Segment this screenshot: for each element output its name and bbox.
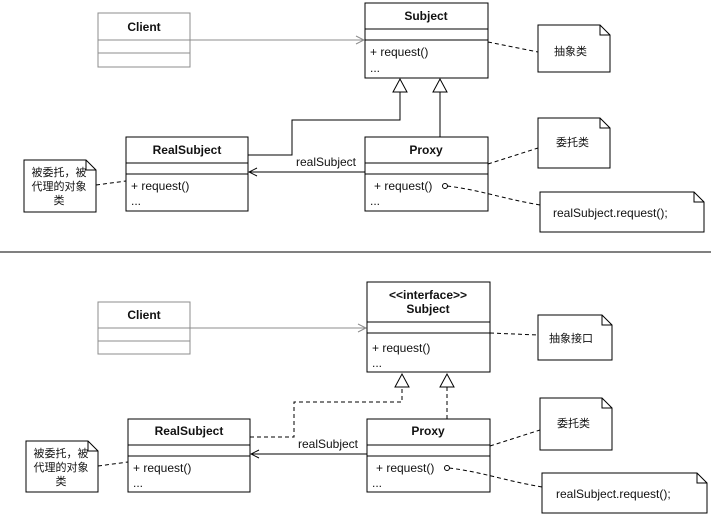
- bottom-proxy-name: Proxy: [411, 424, 445, 438]
- bottom-note-delegate-link: [489, 429, 541, 447]
- bottom-note-delegated-line3: 类: [56, 474, 67, 488]
- bottom-note-code-text: realSubject.request();: [556, 487, 671, 501]
- top-proxy-name: Proxy: [409, 143, 443, 157]
- bottom-proxy-realization-triangle: [439, 372, 455, 388]
- top-note-delegate-link: [487, 147, 539, 165]
- bottom-client-name: Client: [127, 308, 160, 322]
- bottom-realsubject-more: ...: [133, 476, 143, 490]
- bottom-note-delegated-line2: 代理的对象: [34, 460, 89, 474]
- bottom-note-delegated-line1: 被委托，被: [34, 446, 89, 460]
- top-proxy-method-anchor: [442, 183, 448, 189]
- bottom-realsubject-class: RealSubject + request() ...: [127, 418, 251, 493]
- top-note-delegated-line2: 代理的对象: [32, 179, 87, 193]
- bottom-proxy-method: + request(): [376, 461, 434, 475]
- bottom-subject-name: Subject: [406, 302, 449, 316]
- top-proxy-method: + request(): [374, 179, 432, 193]
- top-note-abstract-link: [487, 41, 539, 53]
- bottom-note-delegate: 委托类: [539, 397, 613, 451]
- top-subject-name: Subject: [404, 9, 447, 23]
- top-realsubject-name: RealSubject: [153, 143, 222, 157]
- bottom-note-interface-link: [489, 332, 539, 336]
- bottom-realsubject-method: + request(): [133, 461, 191, 475]
- bottom-note-delegated: 被委托，被 代理的对象 类: [25, 440, 99, 493]
- bottom-realsubject-name: RealSubject: [155, 424, 224, 438]
- bottom-realsubject-realization: [250, 387, 403, 438]
- top-client-name: Client: [127, 20, 160, 34]
- top-subject-method: + request(): [370, 45, 428, 59]
- top-realsubject-class: RealSubject + request() ...: [125, 136, 249, 212]
- bottom-note-code: realSubject.request();: [541, 472, 708, 514]
- top-subject-class: Subject + request() ...: [364, 2, 489, 79]
- bottom-client-class: Client: [97, 301, 191, 355]
- top-note-delegated: 被委托，被 代理的对象 类: [23, 159, 97, 213]
- top-note-delegated-line1: 被委托，被: [32, 165, 87, 179]
- top-proxy-generalization-triangle: [432, 77, 448, 93]
- top-diagram: Client Subject + request() ... 抽象类: [23, 2, 705, 233]
- bottom-subject-interface: <<interface>> Subject + request() ...: [366, 281, 491, 373]
- top-note-abstract-text: 抽象类: [554, 44, 587, 58]
- top-note-delegate: 委托类: [537, 117, 611, 169]
- bottom-realsubject-realization-triangle: [394, 372, 410, 388]
- top-note-code-link: [446, 185, 541, 206]
- top-realsubject-generalization-triangle: [392, 77, 408, 93]
- bottom-subject-stereotype: <<interface>>: [389, 288, 467, 302]
- top-proxy-more: ...: [370, 194, 380, 208]
- top-note-delegated-line3: 类: [54, 193, 65, 207]
- bottom-proxy-class: Proxy + request() ...: [366, 418, 491, 493]
- top-note-delegate-text: 委托类: [556, 135, 589, 149]
- bottom-diagram: Client <<interface>> Subject + request()…: [25, 281, 708, 514]
- bottom-proxy-method-anchor: [444, 465, 450, 471]
- top-note-code-text: realSubject.request();: [553, 206, 668, 220]
- bottom-note-interface: 抽象接口: [537, 314, 613, 361]
- bottom-note-interface-text: 抽象接口: [549, 331, 593, 345]
- bottom-note-delegated-link: [97, 461, 129, 467]
- top-proxy-class: Proxy + request() ...: [364, 136, 489, 212]
- top-note-code: realSubject.request();: [539, 191, 705, 233]
- top-note-abstract: 抽象类: [537, 24, 611, 73]
- top-realsubject-more: ...: [131, 194, 141, 208]
- bottom-association-label: realSubject: [298, 437, 359, 451]
- top-realsubject-method: + request(): [131, 179, 189, 193]
- top-note-delegated-link: [95, 180, 127, 186]
- bottom-proxy-more: ...: [372, 476, 382, 490]
- top-subject-more: ...: [370, 61, 380, 75]
- bottom-subject-more: ...: [372, 356, 382, 370]
- top-client-class: Client: [97, 12, 191, 68]
- bottom-note-delegate-text: 委托类: [557, 416, 590, 430]
- top-realsubject-generalization: [248, 92, 401, 156]
- top-association-label: realSubject: [296, 155, 357, 169]
- bottom-note-code-link: [448, 467, 543, 488]
- bottom-subject-method: + request(): [372, 341, 430, 355]
